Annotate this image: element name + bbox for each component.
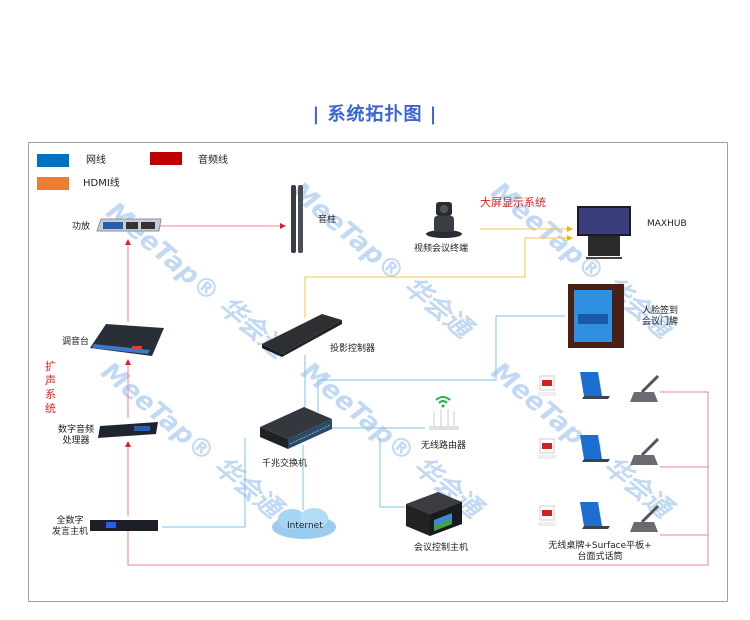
table-sign-icon xyxy=(538,375,556,396)
conference-host-device xyxy=(90,518,160,537)
conference-host-label-line1: 全数字 xyxy=(56,516,84,526)
speaker-column-label: 音柱 xyxy=(318,215,337,225)
network-line-switch-to-face xyxy=(317,315,565,412)
endpoint-row xyxy=(536,435,666,475)
microphone-icon xyxy=(630,374,660,402)
amplifier-device xyxy=(95,217,165,239)
video-terminal-label: 视频会议终端 xyxy=(414,244,469,254)
amplifier-label: 功放 xyxy=(72,222,91,232)
internet-label: Internet xyxy=(287,521,323,531)
face-signin-device xyxy=(568,284,624,352)
endpoints-label-line2: 台面式话筒 xyxy=(577,552,623,562)
cloud-icon xyxy=(272,508,336,539)
microphone-icon xyxy=(630,504,660,532)
wifi-router-icon xyxy=(429,396,459,430)
legend-swatch-hdmi xyxy=(37,177,69,190)
camera-icon xyxy=(426,202,462,238)
legend-swatch-network xyxy=(37,154,69,167)
speaker-column-device xyxy=(290,185,304,259)
wireless-router-label: 无线路由器 xyxy=(421,441,467,451)
projector-controller-label: 投影控制器 xyxy=(330,344,376,354)
large-screen-system-label: 大屏显示系统 xyxy=(480,196,546,209)
control-host-label: 会议控制主机 xyxy=(414,543,469,553)
conference-host-icon xyxy=(90,520,158,531)
legend-label-network: 网线 xyxy=(86,155,106,166)
projector-controller-icon xyxy=(262,314,342,357)
legend-label-audio: 音频线 xyxy=(198,155,228,166)
legend-swatch-audio xyxy=(150,152,182,165)
page-title: | 系统拓扑图 | xyxy=(312,104,438,125)
wireless-router-device xyxy=(423,393,463,437)
control-host-icon xyxy=(406,492,462,536)
microphone-icon xyxy=(630,437,660,465)
network-line-switch-to-control xyxy=(379,438,405,508)
table-sign-icon xyxy=(538,505,556,526)
tablet-icon xyxy=(580,435,610,462)
legend-label-hdmi: HDMI线 xyxy=(83,178,120,189)
mixer-label: 调音台 xyxy=(62,337,90,347)
table-sign-icon xyxy=(538,438,556,459)
projector-controller-device xyxy=(260,312,344,362)
maxhub-label: MAXHUB xyxy=(647,219,687,229)
speaker-column-icon xyxy=(291,185,303,253)
endpoint-row xyxy=(536,372,666,412)
amplifier-icon xyxy=(96,218,162,232)
mixer-icon xyxy=(90,324,164,356)
hdmi-line-projector-to-maxhub xyxy=(304,235,573,318)
pa-system-char: 扩 xyxy=(45,360,56,373)
mixer-device xyxy=(88,322,166,364)
maxhub-device xyxy=(576,205,632,265)
switch-device xyxy=(258,405,334,455)
endpoints-label-line1: 无线桌牌+Surface平板+ xyxy=(548,541,652,551)
dsp-label-line2: 处理器 xyxy=(62,436,90,446)
pa-system-char: 统 xyxy=(45,402,56,415)
internet-cloud xyxy=(268,507,340,545)
maxhub-icon xyxy=(577,206,631,259)
tablet-icon xyxy=(580,502,610,529)
audio-line-mics-loop xyxy=(127,391,709,566)
pa-system-char: 系 xyxy=(45,388,56,401)
switch-icon xyxy=(260,407,332,449)
endpoint-row xyxy=(536,502,666,542)
switch-label: 千兆交换机 xyxy=(262,459,308,469)
pa-system-char: 声 xyxy=(45,374,56,387)
face-signin-label-line1: 人脸签到 xyxy=(641,306,678,316)
control-host-device xyxy=(404,490,464,542)
video-terminal-device xyxy=(424,200,464,242)
network-line-switch-to-host xyxy=(162,438,246,528)
tablet-icon xyxy=(580,372,610,399)
face-signin-label-line2: 会议门牌 xyxy=(641,317,678,327)
face-signin-icon xyxy=(568,284,624,348)
dsp-device xyxy=(96,420,160,446)
dsp-icon xyxy=(98,422,158,438)
diagram-frame xyxy=(28,142,728,602)
conference-host-label-line2: 发言主机 xyxy=(51,527,88,537)
dsp-label-line1: 数字音频 xyxy=(57,425,94,435)
